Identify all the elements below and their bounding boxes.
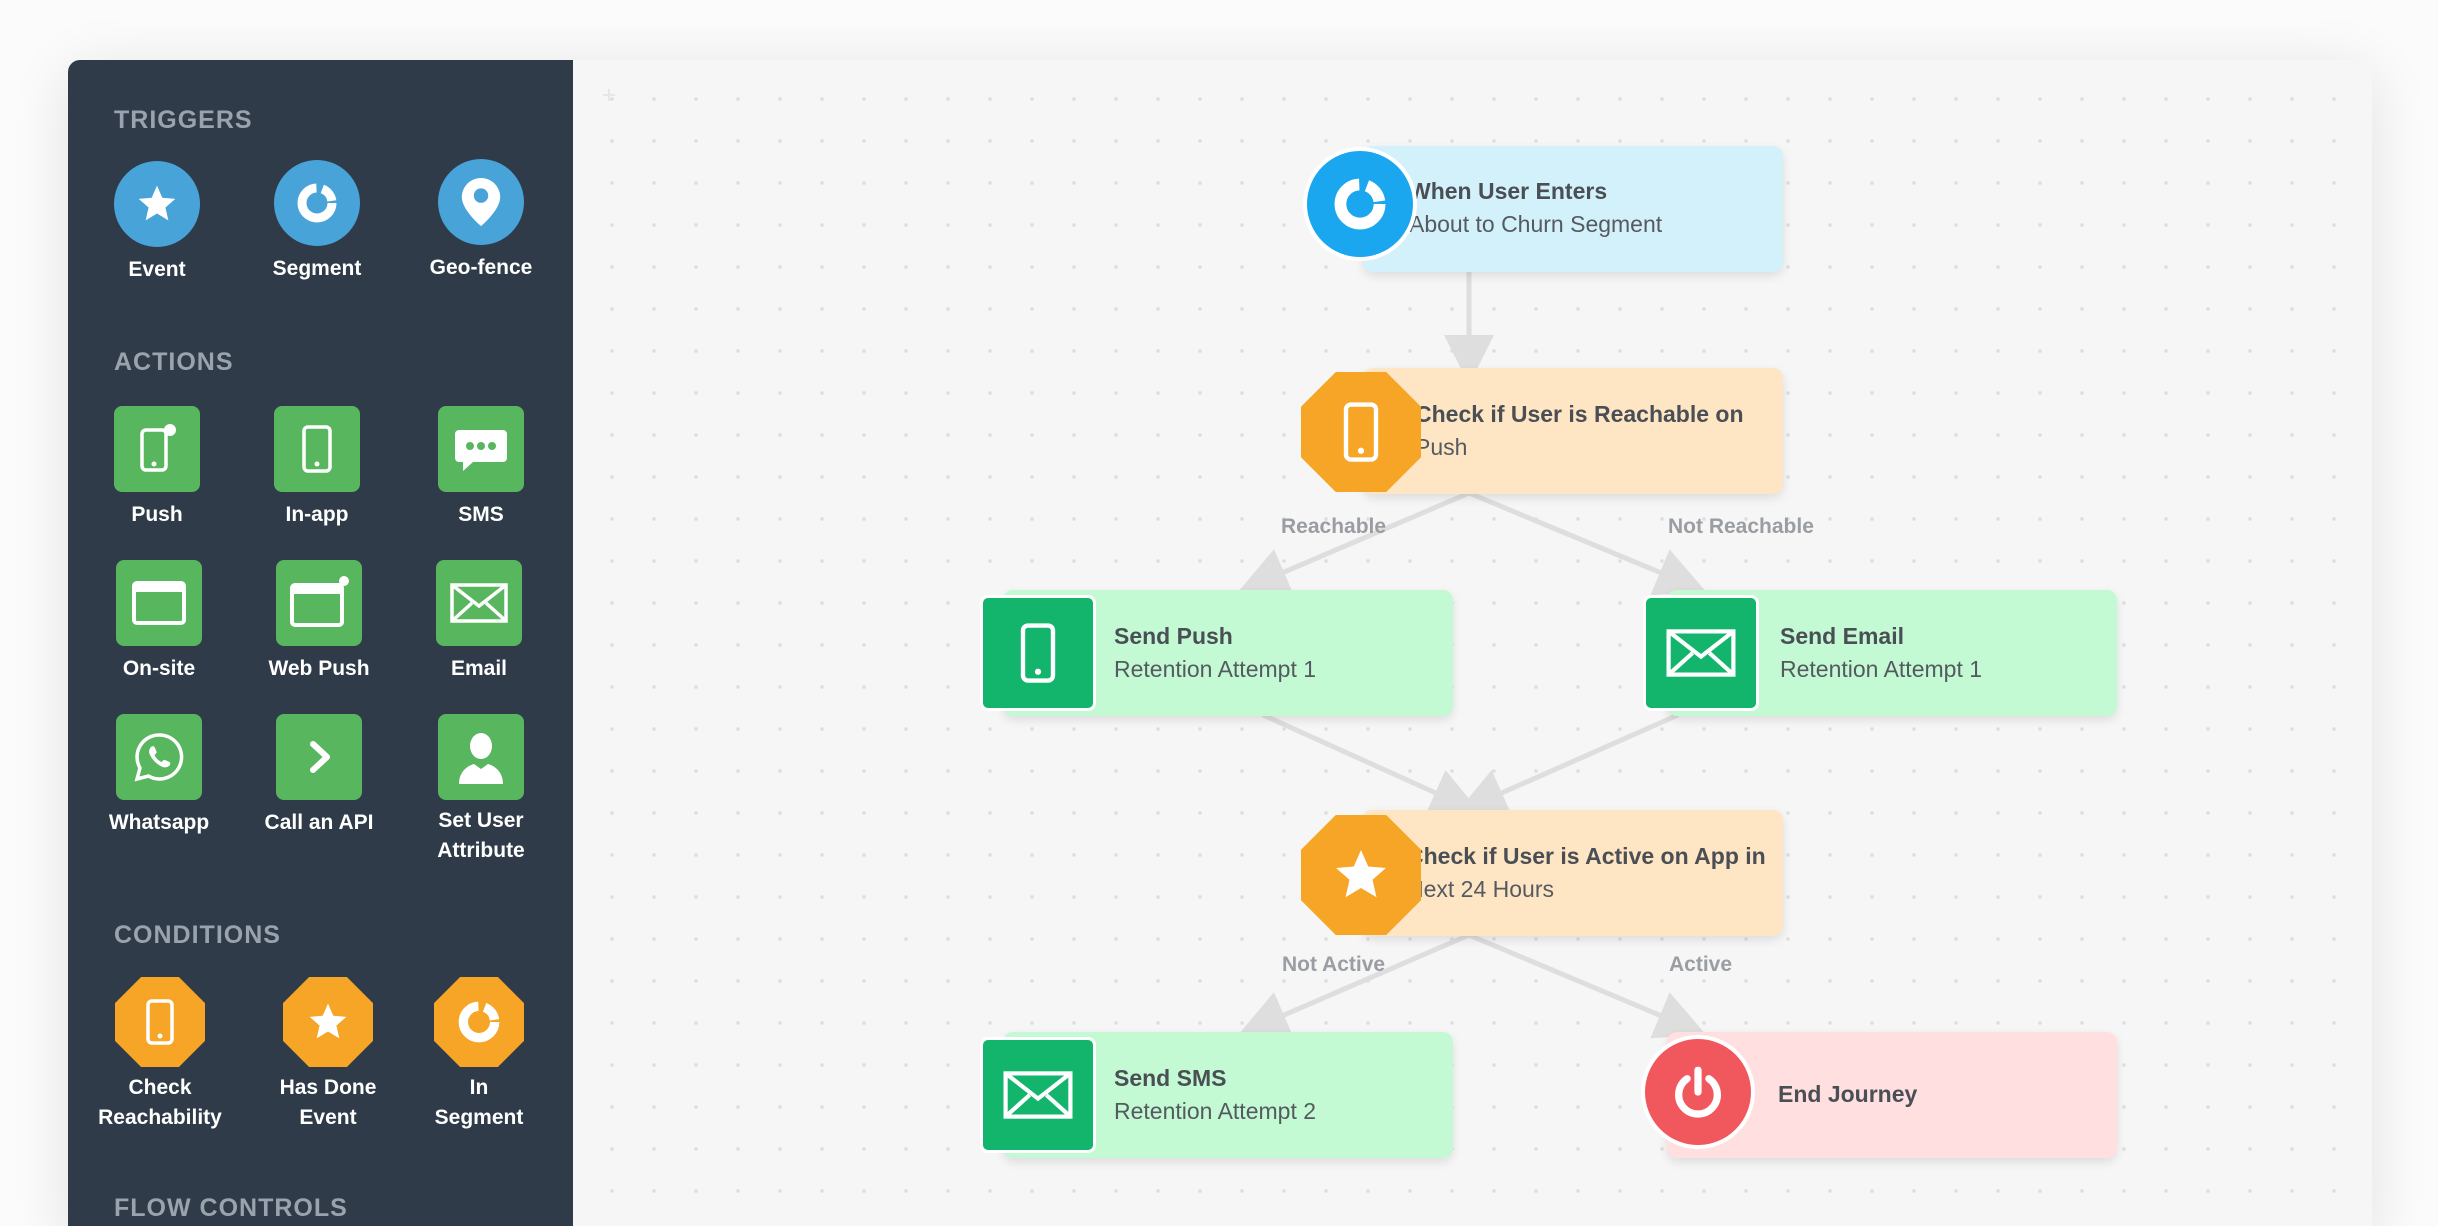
envelope-icon bbox=[980, 1037, 1096, 1153]
branch-label-not-active: Not Active bbox=[1282, 953, 1386, 976]
mobile-push-icon bbox=[114, 406, 200, 492]
in-segment-line2: Segment bbox=[434, 1106, 524, 1129]
node-check-reachable[interactable]: Check if User is Reachable on Push bbox=[1363, 368, 1783, 494]
mobile-icon bbox=[980, 595, 1096, 711]
connector-not-active bbox=[1238, 932, 1470, 1039]
envelope-icon bbox=[436, 560, 522, 646]
whatsapp-icon bbox=[116, 714, 202, 800]
mobile-icon bbox=[274, 406, 360, 492]
action-call-api[interactable]: Call an API bbox=[239, 714, 399, 838]
trigger-segment-label: Segment bbox=[272, 257, 362, 280]
action-onsite[interactable]: On-site bbox=[79, 560, 239, 684]
connector-not-reachable bbox=[1468, 490, 1707, 596]
node-subtitle: Push bbox=[1415, 434, 1468, 460]
action-email[interactable]: Email bbox=[399, 560, 559, 684]
branch-label-active: Active bbox=[1669, 953, 1733, 976]
action-push[interactable]: Push bbox=[77, 406, 237, 530]
has-done-event-label: Has Done Event bbox=[248, 1073, 408, 1133]
chevron-right-icon bbox=[276, 714, 362, 800]
action-push-label: Push bbox=[131, 503, 183, 526]
action-set-user-attribute-label: Set User Attribute bbox=[401, 806, 561, 866]
connector-reachable bbox=[1238, 490, 1470, 596]
condition-in-segment[interactable]: In Segment bbox=[399, 977, 559, 1133]
triggers-section-title: TRIGGERS bbox=[114, 106, 253, 134]
node-when-user-enters[interactable]: When User Enters About to Churn Segment bbox=[1363, 146, 1783, 272]
action-call-api-label: Call an API bbox=[264, 811, 374, 834]
check-reachability-line2: Reachability bbox=[98, 1106, 222, 1129]
node-subtitle: Retention Attempt 1 bbox=[1114, 656, 1317, 682]
action-email-label: Email bbox=[450, 657, 508, 680]
has-done-event-line1: Has Done bbox=[279, 1076, 377, 1099]
segment-icon bbox=[274, 160, 360, 246]
connector-active bbox=[1468, 932, 1707, 1039]
mobile-icon bbox=[1301, 372, 1421, 492]
condition-has-done-event[interactable]: Has Done Event bbox=[248, 977, 408, 1133]
conditions-section-title: CONDITIONS bbox=[114, 921, 281, 949]
action-inapp[interactable]: In-app bbox=[237, 406, 397, 530]
journey-builder: TRIGGERS Event Segment Geo-fence ACTIONS bbox=[68, 60, 2372, 1226]
node-title: When User Enters bbox=[1409, 178, 1608, 204]
mobile-icon bbox=[115, 977, 205, 1067]
trigger-event-label: Event bbox=[128, 258, 186, 281]
node-title: Send Email bbox=[1780, 623, 1904, 649]
segment-icon bbox=[434, 977, 524, 1067]
node-subtitle: About to Churn Segment bbox=[1409, 211, 1663, 237]
connector-email-to-active bbox=[1456, 712, 1680, 816]
action-sms[interactable]: SMS bbox=[401, 406, 561, 530]
browser-icon bbox=[116, 560, 202, 646]
map-pin-icon bbox=[438, 159, 524, 245]
action-inapp-label: In-app bbox=[285, 503, 349, 526]
action-whatsapp-label: Whatsapp bbox=[108, 811, 210, 834]
node-subtitle: Next 24 Hours bbox=[1407, 876, 1555, 902]
node-title: Check if User is Reachable on bbox=[1415, 401, 1744, 427]
star-icon bbox=[283, 977, 373, 1067]
action-sms-label: SMS bbox=[458, 503, 504, 526]
journey-canvas[interactable]: Reachable Not Reachable Not Active Activ… bbox=[573, 60, 2372, 1226]
star-icon bbox=[114, 161, 200, 247]
browser-push-icon bbox=[276, 560, 362, 646]
node-subtitle: Retention Attempt 2 bbox=[1114, 1098, 1317, 1124]
power-icon bbox=[1641, 1035, 1755, 1149]
action-set-user-attribute[interactable]: Set User Attribute bbox=[401, 714, 561, 866]
node-subtitle: Retention Attempt 1 bbox=[1780, 656, 1983, 682]
envelope-icon bbox=[1643, 595, 1759, 711]
node-title: Send Push bbox=[1114, 623, 1233, 649]
node-title: End Journey bbox=[1778, 1081, 1918, 1107]
action-webpush-label: Web Push bbox=[268, 657, 370, 680]
condition-check-reachability[interactable]: Check Reachability bbox=[80, 977, 240, 1133]
branch-label-not-reachable: Not Reachable bbox=[1668, 515, 1814, 538]
set-user-attribute-line2: Attribute bbox=[437, 839, 525, 862]
check-reachability-line1: Check bbox=[128, 1076, 192, 1099]
user-icon bbox=[438, 714, 524, 800]
node-title: Check if User is Active on App in bbox=[1407, 843, 1766, 869]
actions-section-title: ACTIONS bbox=[114, 348, 234, 376]
trigger-event[interactable]: Event bbox=[77, 161, 237, 285]
action-onsite-label: On-site bbox=[122, 657, 196, 680]
check-reachability-label: Check Reachability bbox=[80, 1073, 240, 1133]
set-user-attribute-line1: Set User bbox=[438, 809, 524, 832]
node-check-active[interactable]: Check if User is Active on App in Next 2… bbox=[1363, 810, 1783, 936]
chat-bubble-icon bbox=[438, 406, 524, 492]
node-title: Send SMS bbox=[1114, 1065, 1227, 1091]
action-whatsapp[interactable]: Whatsapp bbox=[79, 714, 239, 838]
action-webpush[interactable]: Web Push bbox=[239, 560, 399, 684]
trigger-geofence[interactable]: Geo-fence bbox=[401, 159, 561, 283]
flow-connectors bbox=[1238, 271, 1707, 1039]
flow-controls-section-title: FLOW CONTROLS bbox=[114, 1194, 348, 1222]
in-segment-label: In Segment bbox=[399, 1073, 559, 1133]
trigger-geofence-label: Geo-fence bbox=[429, 256, 533, 279]
star-icon bbox=[1301, 815, 1421, 935]
branch-label-reachable: Reachable bbox=[1281, 515, 1387, 538]
palette-sidebar: TRIGGERS Event Segment Geo-fence ACTIONS bbox=[68, 60, 573, 1226]
has-done-event-line2: Event bbox=[299, 1106, 357, 1129]
in-segment-line1: In bbox=[469, 1076, 489, 1099]
trigger-segment[interactable]: Segment bbox=[237, 160, 397, 284]
connector-push-to-active bbox=[1261, 712, 1481, 816]
segment-icon bbox=[1303, 147, 1417, 261]
